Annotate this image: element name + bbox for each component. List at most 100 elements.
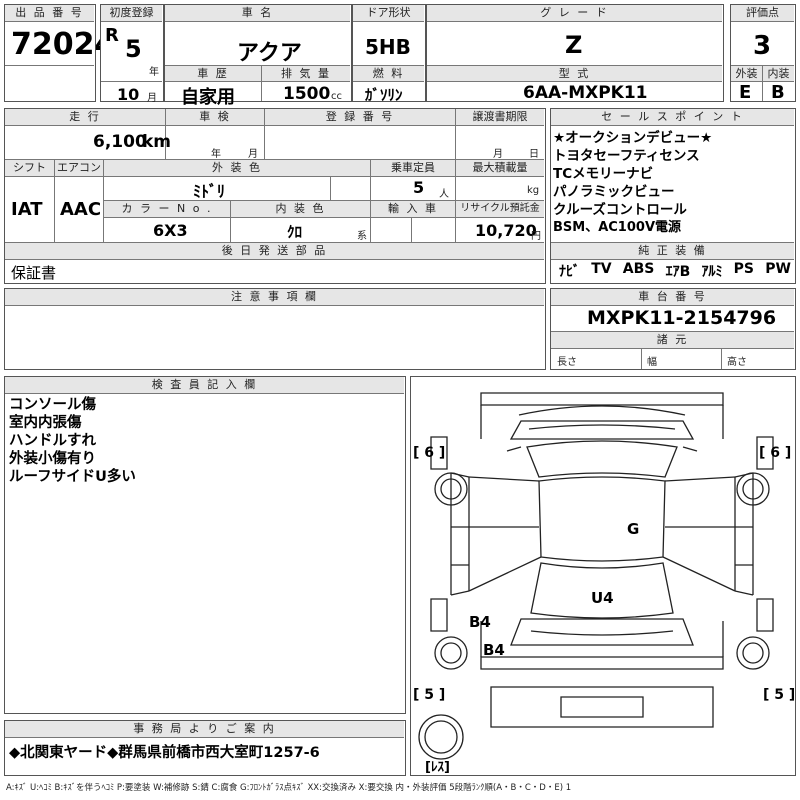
- car-diagram: [ 6 ] [ 6 ] [ 5 ] [ 5 ] [ﾚｽ] G U4 B4 B4: [413, 392, 794, 774]
- score: 3: [753, 31, 772, 61]
- interior-label: 内装: [763, 66, 794, 82]
- tire-rear-left: [ 5 ]: [413, 687, 445, 703]
- width-label: 幅: [647, 357, 657, 368]
- import-label: 輸 入 車: [371, 201, 455, 217]
- max-load-label: 最大積載量: [456, 160, 544, 176]
- spare-tire: [ﾚｽ]: [425, 760, 450, 774]
- shift: IAT: [11, 199, 43, 220]
- damage-mark-u4: U4: [591, 589, 614, 607]
- displacement-label: 排 気 量: [262, 66, 350, 82]
- tire-rear-right: [ 5 ]: [763, 687, 794, 703]
- tire-front-left: [ 6 ]: [413, 445, 445, 461]
- sales-point: BSM、AC100V電源: [553, 220, 682, 235]
- score-box: 評価点 3 外装 内装 E B: [730, 4, 796, 103]
- inspector-notes: コンソール傷 室内内張傷 ハンドルすれ 外装小傷有り ルーフサイドU多い: [9, 396, 136, 486]
- capacity-label: 乗車定員: [371, 160, 455, 176]
- sales-point: トヨタセーフティセンス: [553, 148, 700, 164]
- equipment-item: ABS: [622, 261, 655, 277]
- equipment-item: ｱﾙﾐ: [701, 264, 723, 280]
- equipment-list: ﾅﾋﾞ TV ABS ｴｱB ｱﾙﾐ PS PW: [559, 261, 791, 281]
- notes-label: 注 意 事 項 欄: [5, 289, 544, 305]
- damage-mark-b4-lower: B4: [483, 641, 505, 659]
- month-unit: 月: [147, 93, 157, 104]
- grade-label: グ レ ー ド: [427, 5, 722, 21]
- dimensions-label: 諸 元: [551, 332, 794, 348]
- exterior-color-label: 外 装 色: [104, 160, 370, 176]
- sales-points-label: セ ー ル ス ポ イ ン ト: [551, 109, 794, 125]
- inspector-box: 検 査 員 記 入 欄 コンソール傷 室内内張傷 ハンドルすれ 外装小傷有り ル…: [4, 376, 406, 714]
- fuel: ｶﾞｿﾘﾝ: [365, 86, 403, 104]
- chassis-box: 車 台 番 号 MXPK11-2154796 諸 元 長さ 幅 高さ: [550, 288, 796, 370]
- recycle-label: リサイクル預託金: [456, 201, 544, 217]
- reg-month: 10: [117, 85, 140, 104]
- sales-point: ★オークションデビュー★: [553, 130, 713, 146]
- exterior-color: ﾐﾄﾞﾘ: [193, 182, 226, 201]
- inspector-note: ハンドルすれ: [9, 433, 96, 449]
- equipment-item: ｴｱB: [665, 264, 691, 280]
- tire-front-right: [ 6 ]: [759, 445, 791, 461]
- mileage: 6,100: [93, 132, 147, 152]
- exterior-grade: E: [739, 82, 752, 103]
- inspection-label: 車 検: [166, 109, 264, 125]
- recycle-fee: 10,720: [475, 221, 537, 240]
- mileage-label: 走 行: [5, 109, 165, 125]
- equipment-item: TV: [591, 261, 612, 277]
- inspector-note: ルーフサイドU多い: [9, 469, 136, 485]
- score-label: 評価点: [731, 5, 794, 21]
- equipment-item: PW: [765, 261, 791, 277]
- mileage-unit: km: [142, 132, 172, 152]
- displacement: 1500: [283, 84, 331, 104]
- damage-legend: A:ｷｽﾞ U:ﾍｺﾐ B:ｷｽﾞを伴うﾍｺﾐ P:要塗装 W:補修跡 S:錆 …: [6, 783, 572, 793]
- first-registration-label: 初度登録: [101, 5, 162, 21]
- sales-points-list: ★オークションデビュー★ トヨタセーフティセンス TCメモリーナビ パノラミック…: [553, 129, 793, 237]
- inspector-label: 検 査 員 記 入 欄: [5, 377, 404, 393]
- sales-point: TCメモリーナビ: [553, 166, 654, 182]
- recycle-unit: 円: [531, 231, 541, 242]
- aircon: AAC: [60, 199, 102, 220]
- first-registration-box: 初度登録 R 5 年 10 月: [100, 4, 164, 104]
- office-label: 事 務 局 よ り ご 案 内: [5, 721, 404, 737]
- chassis-label: 車 台 番 号: [551, 289, 794, 305]
- inspection-year-unit: 年: [211, 149, 221, 160]
- inspector-note: 外装小傷有り: [9, 451, 96, 467]
- capacity: 5: [413, 178, 425, 197]
- history-label: 車 歴: [165, 66, 261, 82]
- damage-diagram-box: [ 6 ] [ 6 ] [ 5 ] [ 5 ] [ﾚｽ] G U4 B4 B4: [410, 376, 796, 776]
- capacity-unit: 人: [439, 189, 449, 200]
- equipment-item: ﾅﾋﾞ: [559, 264, 580, 280]
- max-load-unit: kg: [527, 185, 540, 196]
- door-box: ドア形状 5HB 燃 料 ｶﾞｿﾘﾝ: [352, 4, 426, 104]
- reg-year: 5: [125, 35, 142, 63]
- interior-color: ｸﾛ: [287, 223, 303, 241]
- sales-point: パノラミックビュー: [553, 184, 675, 200]
- sales-point: クルーズコントロール: [553, 202, 687, 218]
- office-box: 事 務 局 よ り ご 案 内 ◆北関東ヤード◆群馬県前橋市西大室町1257-6: [4, 720, 406, 776]
- fuel-label: 燃 料: [353, 66, 424, 82]
- chassis-number: MXPK11-2154796: [587, 307, 777, 329]
- color-number: 6X3: [153, 221, 188, 240]
- inspector-note: コンソール傷: [9, 397, 96, 413]
- displacement-unit: cc: [331, 91, 342, 102]
- equipment-item: PS: [733, 261, 755, 277]
- shift-label: シフト: [5, 160, 54, 176]
- later-parts-label: 後 日 発 送 部 品: [5, 243, 544, 259]
- inspector-note: 室内内張傷: [9, 415, 82, 431]
- era: R: [105, 25, 119, 46]
- notes-box: 注 意 事 項 欄: [4, 288, 546, 370]
- vehicle-detail-box: 走 行 車 検 登 録 番 号 譲渡書期限 6,100 km 年 月 月 日 シ…: [4, 108, 546, 284]
- year-unit: 年: [149, 67, 159, 78]
- transfer-day-unit: 日: [529, 149, 539, 160]
- transfer-deadline-label: 譲渡書期限: [456, 109, 544, 125]
- registration-number-label: 登 録 番 号: [265, 109, 455, 125]
- transfer-month-unit: 月: [493, 149, 503, 160]
- length-label: 長さ: [557, 357, 577, 368]
- model-label: 型 式: [427, 66, 722, 82]
- office-address: ◆北関東ヤード◆群馬県前橋市西大室町1257-6: [9, 745, 320, 761]
- height-label: 高さ: [727, 357, 747, 368]
- damage-mark-g: G: [627, 520, 639, 538]
- sales-points-box: セ ー ル ス ポ イ ン ト ★オークションデビュー★ トヨタセーフティセンス…: [550, 108, 796, 284]
- aircon-label: エアコン: [55, 160, 103, 176]
- equipment-label: 純 正 装 備: [551, 243, 794, 259]
- damage-mark-b4-upper: B4: [469, 613, 491, 631]
- lot-number-label: 出 品 番 号: [5, 5, 94, 21]
